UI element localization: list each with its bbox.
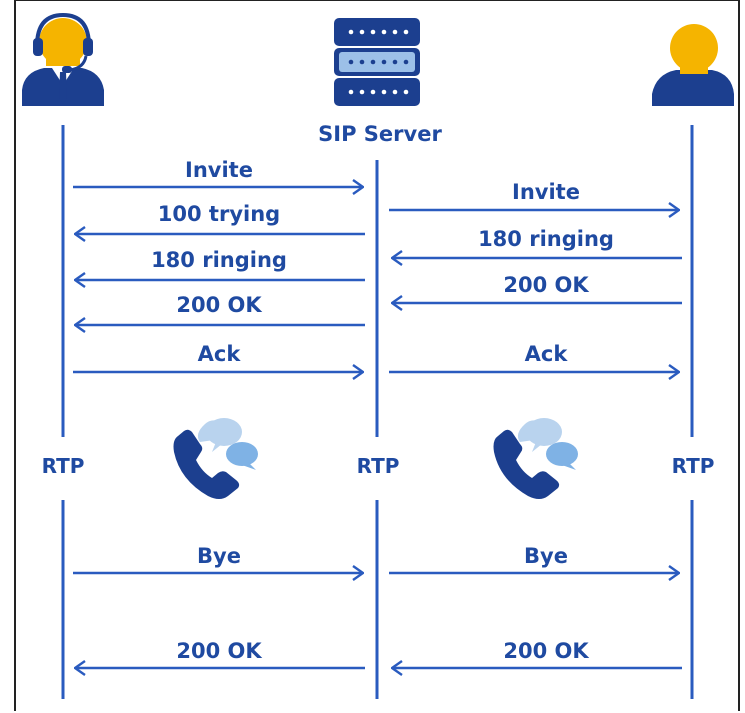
message-ack-right: Ack <box>389 342 679 372</box>
agent-headset-icon <box>22 12 104 106</box>
message-bye-right: Bye <box>389 544 679 573</box>
message-label: Ack <box>525 342 569 366</box>
rtp-label-left: RTP <box>42 454 85 478</box>
caller-server-messages: Invite 100 trying 180 ringing 200 OK Ack… <box>73 158 365 668</box>
lifelines <box>61 125 694 699</box>
message-invite-left: Invite <box>73 158 363 187</box>
message-label: 200 OK <box>176 293 262 317</box>
message-ack-left: Ack <box>73 342 363 372</box>
message-200-ok-bye-left: 200 OK <box>75 639 365 668</box>
message-label: 180 ringing <box>478 227 614 251</box>
phone-chat-icon <box>173 418 258 499</box>
message-label: 180 ringing <box>151 248 287 272</box>
message-invite-right: Invite <box>389 180 679 210</box>
server-label: SIP Server <box>318 122 442 146</box>
message-label: 100 trying <box>158 202 280 226</box>
message-label: 200 OK <box>503 273 589 297</box>
message-bye-left: Bye <box>73 544 363 573</box>
message-100-trying: 100 trying <box>75 202 365 234</box>
user-icon <box>652 24 734 106</box>
message-label: 200 OK <box>176 639 262 663</box>
message-180-ringing-right: 180 ringing <box>392 227 682 258</box>
message-label: Invite <box>512 180 580 204</box>
message-label: Bye <box>524 544 568 568</box>
server-rack-icon <box>334 18 420 106</box>
server-callee-messages: Invite 180 ringing 200 OK Ack Bye 200 OK <box>389 180 682 668</box>
message-label: Ack <box>198 342 242 366</box>
rtp-label-right: RTP <box>672 454 715 478</box>
message-180-ringing-left: 180 ringing <box>75 248 365 280</box>
message-label: 200 OK <box>503 639 589 663</box>
rtp-label-middle: RTP <box>357 454 400 478</box>
message-200-ok-left: 200 OK <box>75 293 365 325</box>
message-200-ok-right: 200 OK <box>392 273 682 303</box>
message-label: Invite <box>185 158 253 182</box>
message-label: Bye <box>197 544 241 568</box>
phone-chat-icon <box>493 418 578 499</box>
message-200-ok-bye-right: 200 OK <box>392 639 682 668</box>
